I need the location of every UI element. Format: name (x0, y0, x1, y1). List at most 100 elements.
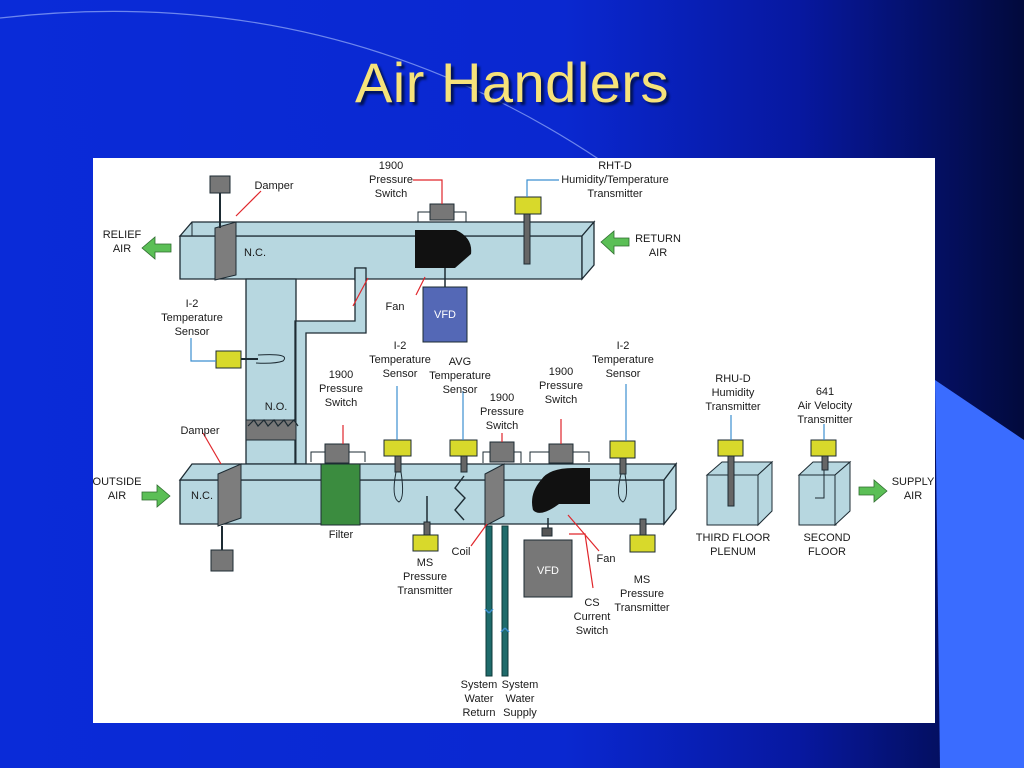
label-line: Transmitter (797, 414, 853, 426)
right-temp-sensor (609, 440, 636, 503)
label-line: I-2 (394, 340, 407, 352)
label-line: VFD (537, 565, 559, 577)
label-line: I-2 (617, 340, 630, 352)
water-pipes (484, 525, 510, 677)
filter (320, 463, 361, 526)
label-line: SECOND (803, 532, 850, 544)
label-line: OUTSIDE (93, 476, 141, 488)
label-line: Transmitter (705, 401, 761, 413)
label-line: 641 (816, 386, 834, 398)
label-line: Switch (545, 394, 577, 406)
supply-duct-top (178, 463, 678, 481)
label-line: Pressure (480, 406, 524, 418)
relief-air-label: RELIEF AIR (103, 229, 142, 255)
second-floor-label: SECOND FLOOR (803, 532, 850, 558)
label-line: Damper (254, 180, 293, 192)
label-line: CS (584, 597, 599, 609)
label-line: Temperature (592, 354, 654, 366)
label-line: N.O. (265, 401, 288, 413)
return-duct-top (178, 221, 596, 237)
label-line: VFD (434, 309, 456, 321)
relief-damper (209, 175, 237, 281)
no-label: N.O. (265, 401, 288, 413)
label-line: Pressure (539, 380, 583, 392)
ms-transmitter-left (412, 496, 439, 552)
rht-d-sensor (514, 196, 542, 265)
label-line: Damper (180, 425, 219, 437)
label-line: I-2 (186, 298, 199, 310)
label-line: Pressure (620, 588, 664, 600)
label-line: PLENUM (710, 546, 756, 558)
label-line: RELIEF (103, 229, 142, 241)
avg-temp-sensor (449, 439, 478, 521)
label-line: Switch (325, 397, 357, 409)
label-line: Sensor (175, 326, 210, 338)
label-line: AIR (904, 490, 922, 502)
outside-damper (210, 463, 242, 572)
supply-fan-vfd (523, 539, 573, 598)
return-duct-end (581, 220, 595, 281)
supply-duct-end (663, 462, 677, 526)
air-handler-diagram: RELIEF AIR RETURN AIR OUTSIDE AIR SUPPLY AIR… (93, 158, 935, 723)
label-line: Water (506, 693, 535, 705)
fan-bottom-label: Fan (597, 553, 616, 565)
label-line: Return (462, 707, 495, 719)
label-line: SUPPLY (892, 476, 935, 488)
diagram-canvas: RELIEF AIR RETURN AIR OUTSIDE AIR SUPPLY AIR… (93, 160, 935, 719)
label-line: Transmitter (587, 188, 643, 200)
label-line: Switch (486, 420, 518, 432)
nc-bottom-label: N.C. (191, 490, 213, 502)
label-line: Transmitter (397, 585, 453, 597)
label-line: Water (465, 693, 494, 705)
label-line: AIR (113, 243, 131, 255)
label-line: Supply (503, 707, 537, 719)
relief-air-arrow (141, 236, 172, 260)
filter-pressure-switch (324, 443, 350, 464)
label-line: Pressure (319, 383, 363, 395)
supply-air-label: SUPPLY AIR (892, 476, 935, 502)
label-line: AIR (108, 490, 126, 502)
label-line: 1900 (379, 160, 403, 172)
label-line: N.C. (244, 247, 266, 259)
coil-label: Coil (452, 546, 471, 558)
label-line: Temperature (369, 354, 431, 366)
label-line: Fan (386, 301, 405, 313)
damper-top-label: Damper (254, 180, 293, 192)
damper-bottom-label: Damper (180, 425, 219, 437)
third-floor-label: THIRD FLOOR PLENUM (696, 532, 771, 558)
label-line: Filter (329, 529, 354, 541)
label-line: MS (417, 557, 434, 569)
filter-label: Filter (329, 529, 354, 541)
label-line: Temperature (429, 370, 491, 382)
label-line: 1900 (490, 392, 514, 404)
return-duct-front (179, 235, 583, 280)
label-line: AIR (649, 247, 667, 259)
label-line: Coil (452, 546, 471, 558)
label-line: Transmitter (614, 602, 670, 614)
label-line: FLOOR (808, 546, 846, 558)
coil-pressure-switch (489, 441, 515, 463)
supply-fan (532, 468, 590, 513)
label-line: RHT-D (598, 160, 632, 172)
label-line: RETURN (635, 233, 681, 245)
label-line: THIRD FLOOR (696, 532, 771, 544)
vfd-bottom-label: VFD (537, 565, 559, 577)
fan-top-label: Fan (386, 301, 405, 313)
label-line: Temperature (161, 312, 223, 324)
nc-top-label: N.C. (244, 247, 266, 259)
